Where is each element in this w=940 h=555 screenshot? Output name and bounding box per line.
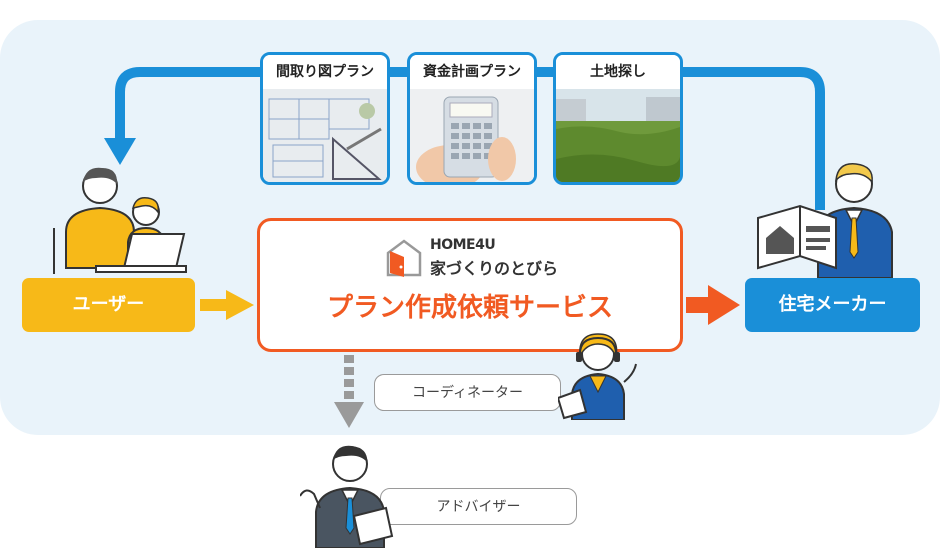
coordinator-label: コーディネーター	[374, 374, 561, 411]
floor-plan-photo-icon	[263, 89, 387, 182]
door-logo-icon	[386, 239, 422, 277]
calculator-photo-icon	[410, 89, 534, 182]
card-land-search: 土地探し	[553, 52, 683, 185]
card-title: 資金計画プラン	[410, 55, 534, 89]
logo-name: 家づくりのとびら	[430, 259, 559, 278]
service-box: HOME4U 家づくりのとびら プラン作成依頼サービス	[257, 218, 683, 352]
user-to-service-arrowhead	[226, 290, 254, 320]
logo-brand: HOME4U	[430, 237, 496, 253]
advisor-label: アドバイザー	[380, 488, 577, 525]
return-loop-arrowhead	[104, 138, 136, 165]
user-to-service-arrow	[200, 299, 228, 311]
user-box: ユーザー	[22, 278, 195, 332]
service-to-maker-arrow	[686, 297, 712, 313]
card-funding-plan: 資金計画プラン	[407, 52, 537, 185]
user-family-icon	[53, 167, 187, 274]
service-logo: HOME4U 家づくりのとびら	[384, 235, 574, 279]
card-title: 間取り図プラン	[263, 55, 387, 89]
card-floor-plan: 間取り図プラン	[260, 52, 390, 185]
service-name: プラン作成依頼サービス	[326, 293, 613, 323]
maker-box: 住宅メーカー	[745, 278, 920, 332]
advisor-icon	[300, 445, 394, 548]
maker-salesperson-icon	[757, 163, 893, 278]
service-to-advisor-arrow	[334, 355, 364, 428]
land-photo-icon	[556, 89, 680, 182]
service-to-maker-arrowhead	[708, 285, 740, 325]
card-title: 土地探し	[556, 55, 680, 89]
coordinator-icon	[558, 333, 637, 420]
